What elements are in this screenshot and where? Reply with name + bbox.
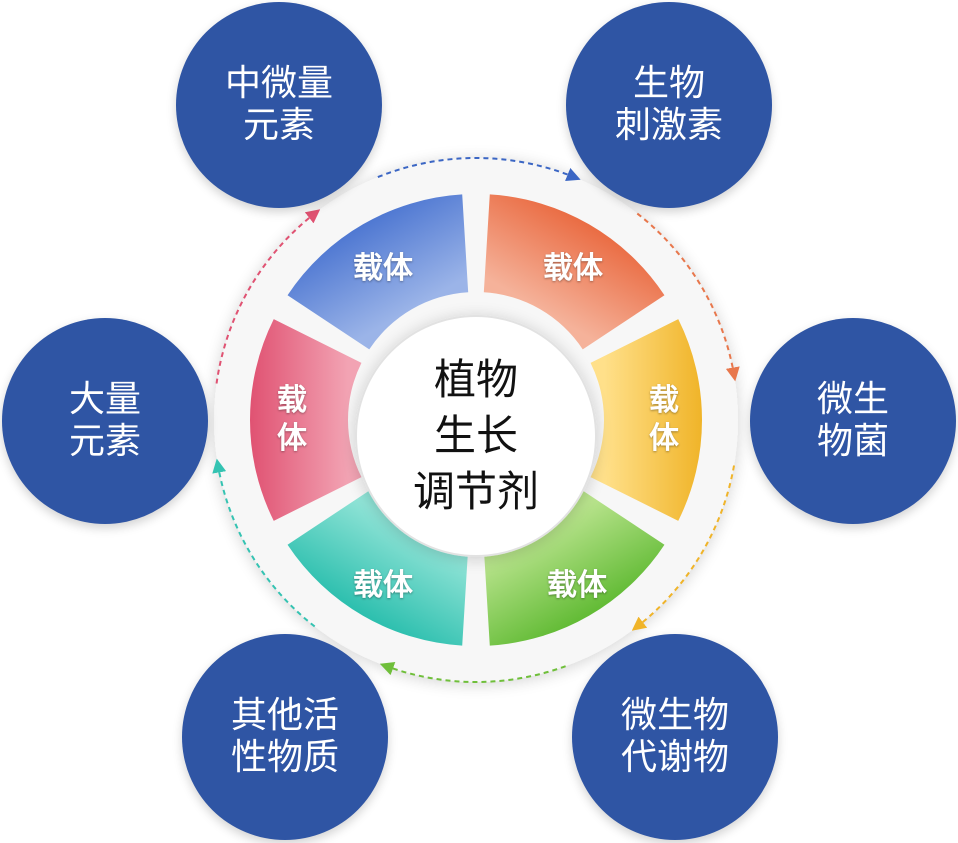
- node-line: 物菌: [816, 421, 889, 462]
- center-label: 植物 生长 调节剂: [356, 316, 596, 556]
- center-text: 植物 生长 调节剂: [413, 352, 539, 520]
- node-line: 微生物: [620, 695, 729, 736]
- center-circle: [355, 315, 597, 557]
- segment-char: 载: [649, 383, 679, 418]
- segment-label-top-right: 载体: [543, 251, 603, 286]
- node-trace-elements: 中微量 元素: [176, 2, 382, 208]
- center-line: 调节剂: [412, 467, 539, 516]
- node-line: 生物: [632, 63, 705, 104]
- node-macro-elements: 大量 元素: [2, 318, 208, 524]
- arrows-group: [212, 157, 740, 683]
- segment-char: 体: [649, 421, 679, 456]
- node-line: 性物质: [230, 737, 339, 778]
- center-line: 生长: [433, 411, 518, 460]
- connector-arrow-3: [379, 662, 566, 683]
- segment-label-bottom-left: 载体: [353, 568, 413, 603]
- segment-label-right: 载 体: [644, 382, 684, 458]
- ring-segment-top-right: [483, 194, 665, 350]
- ring-segment-bottom-right: [483, 490, 665, 646]
- connector-arrow-5: [215, 209, 321, 384]
- node-line: 元素: [68, 421, 141, 462]
- node-line: 大量: [68, 379, 141, 420]
- segment-label-top-left: 载体: [353, 251, 413, 286]
- segments-group: [250, 194, 703, 646]
- node-bio-stimulants: 生物 刺激素: [566, 2, 772, 208]
- segment-char: 体: [277, 421, 307, 456]
- node-line: 代谢物: [620, 737, 729, 778]
- node-microbes: 微生 物菌: [750, 318, 956, 524]
- ring-segment-bottom-left: [287, 490, 469, 646]
- ring-segment-left: [250, 319, 362, 521]
- node-line: 元素: [242, 105, 315, 146]
- ring-segment-right: [590, 319, 703, 521]
- node-line: 其他活: [230, 695, 339, 736]
- node-other-active: 其他活 性物质: [182, 634, 388, 840]
- node-microbial-metabolites: 微生物 代谢物: [572, 634, 778, 840]
- segment-label-bottom-right: 载体: [547, 568, 607, 603]
- node-line: 中微量: [224, 63, 333, 104]
- center-line: 植物: [433, 355, 518, 404]
- node-line: 刺激素: [614, 105, 723, 146]
- node-line: 微生: [816, 379, 889, 420]
- segment-label-left: 载 体: [272, 382, 312, 458]
- connector-arrow-0: [377, 157, 581, 181]
- segment-char: 载: [277, 383, 307, 418]
- ring-segment-top-left: [287, 194, 469, 350]
